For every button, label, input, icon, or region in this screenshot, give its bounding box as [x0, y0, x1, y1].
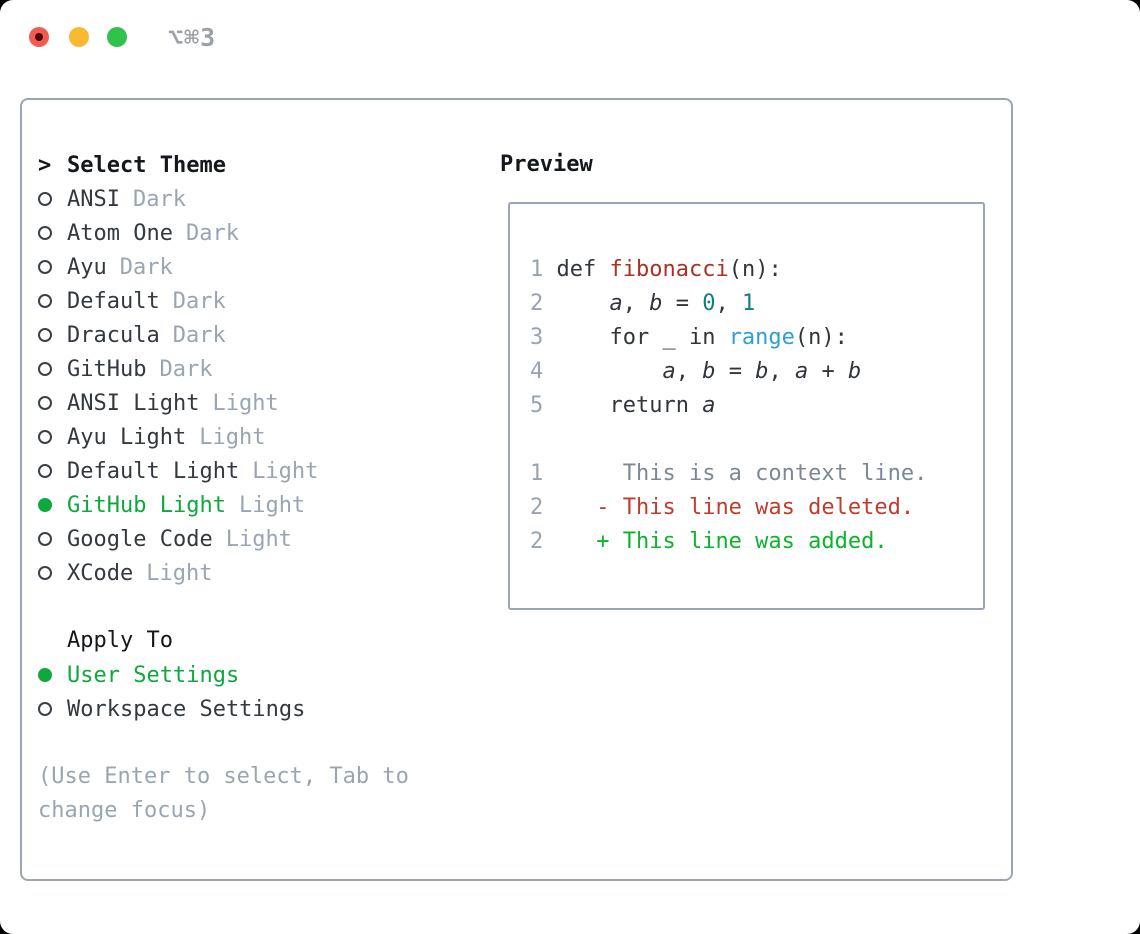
radio-unselected-icon [38, 328, 67, 342]
theme-option-github-light[interactable]: GitHub Light Light [38, 488, 458, 522]
theme-option-label: ANSI [67, 186, 120, 212]
theme-option-label: Ayu Light [67, 424, 187, 450]
theme-option-ansi-light[interactable]: ANSI Light Light [38, 386, 458, 420]
preview-column: Preview 1 def fibonacci(n): 2 a, b = 0, 1… [498, 148, 985, 610]
theme-variant-label: Dark [132, 186, 186, 212]
diff-context-line: 1 This is a context line. [530, 461, 928, 486]
theme-option-dracula[interactable]: Dracula Dark [38, 318, 458, 352]
zoom-button[interactable] [107, 27, 127, 47]
line-number: 2 [530, 495, 557, 520]
theme-variant-label: Dark [119, 254, 173, 280]
preview-box: 1 def fibonacci(n): 2 a, b = 0, 1 3 for _ … [508, 202, 985, 610]
theme-list-header: > Select Theme [38, 148, 458, 182]
theme-option-google-code[interactable]: Google Code Light [38, 522, 458, 556]
theme-option-label: XCode [67, 560, 134, 586]
apply-to-option-label: Workspace Settings [67, 696, 306, 722]
radio-unselected-icon [38, 362, 67, 376]
theme-variant-label: Light [225, 526, 292, 552]
theme-option-ayu-light[interactable]: Ayu Light Light [38, 420, 458, 454]
radio-unselected-icon [38, 566, 67, 580]
radio-unselected-icon [38, 532, 67, 546]
theme-option-label: Ayu [67, 254, 107, 280]
code-line: 2 a, b = 0, 1 [530, 291, 756, 316]
radio-unselected-icon [38, 226, 67, 240]
preview-lines: 1 def fibonacci(n): 2 a, b = 0, 1 3 for _ … [530, 253, 983, 559]
theme-variant-label: Dark [172, 322, 226, 348]
line-number: 1 [530, 257, 557, 282]
theme-variant-label: Light [146, 560, 213, 586]
diff-deleted-line: 2 - This line was deleted. [530, 495, 915, 520]
theme-option-default[interactable]: Default Dark [38, 284, 458, 318]
radio-unselected-icon [38, 464, 67, 478]
radio-unselected-icon [38, 260, 67, 274]
minimize-button[interactable] [69, 27, 89, 47]
diff-added-line: 2 + This line was added. [530, 529, 888, 554]
theme-variant-label: Light [252, 458, 319, 484]
close-button[interactable] [29, 27, 49, 47]
theme-option-label: GitHub Light [67, 492, 226, 518]
apply-to-title: Apply To [67, 628, 173, 653]
line-number: 5 [530, 393, 557, 418]
selection-caret-icon: > [38, 152, 52, 178]
radio-unselected-icon [38, 294, 67, 308]
blank-line [530, 423, 983, 457]
radio-selected-icon [38, 498, 67, 512]
theme-option-label: Atom One [67, 220, 173, 246]
theme-variant-label: Dark [172, 288, 226, 314]
theme-option-github[interactable]: GitHub Dark [38, 352, 458, 386]
theme-variant-label: Light [212, 390, 279, 416]
theme-option-atom-one[interactable]: Atom One Dark [38, 216, 458, 250]
radio-selected-icon [38, 668, 67, 682]
theme-option-label: ANSI Light [67, 390, 200, 416]
apply-to-option-user-settings[interactable]: User Settings [38, 658, 458, 692]
theme-option-default-light[interactable]: Default Light Light [38, 454, 458, 488]
window-shortcut-label: ⌥⌘3 [168, 23, 217, 52]
line-number: 2 [530, 529, 557, 554]
theme-option-label: GitHub [67, 356, 147, 382]
theme-option-xcode[interactable]: XCode Light [38, 556, 458, 590]
line-number: 2 [530, 291, 557, 316]
theme-list-title: Select Theme [67, 152, 226, 178]
apply-to-option-workspace-settings[interactable]: Workspace Settings [38, 692, 458, 726]
apply-to-option-label: User Settings [67, 662, 240, 688]
theme-option-label: Google Code [67, 526, 213, 552]
radio-unselected-icon [38, 430, 67, 444]
line-number: 1 [530, 461, 557, 486]
code-line: 4 a, b = b, a + b [530, 359, 862, 384]
theme-variant-label: Dark [159, 356, 213, 382]
hint-text: (Use Enter to select, Tab to change focu… [38, 764, 409, 823]
code-line: 5 return a [530, 393, 716, 418]
theme-option-ayu[interactable]: Ayu Dark [38, 250, 458, 284]
line-number: 4 [530, 359, 557, 384]
titlebar: ⌥⌘3 [0, 0, 1140, 74]
theme-option-ansi[interactable]: ANSI Dark [38, 182, 458, 216]
radio-unselected-icon [38, 702, 67, 716]
theme-variant-label: Light [199, 424, 266, 450]
radio-unselected-icon [38, 192, 67, 206]
radio-unselected-icon [38, 396, 67, 410]
theme-option-label: Default [67, 288, 160, 314]
theme-variant-label: Light [238, 492, 306, 518]
theme-option-label: Default Light [67, 458, 240, 484]
code-line: 1 def fibonacci(n): [530, 257, 782, 282]
line-number: 3 [530, 325, 557, 350]
theme-variant-label: Dark [185, 220, 239, 246]
close-dot-icon [35, 33, 43, 41]
code-line: 3 for _ in range(n): [530, 325, 848, 350]
theme-option-label: Dracula [67, 322, 160, 348]
preview-title: Preview [500, 152, 593, 177]
